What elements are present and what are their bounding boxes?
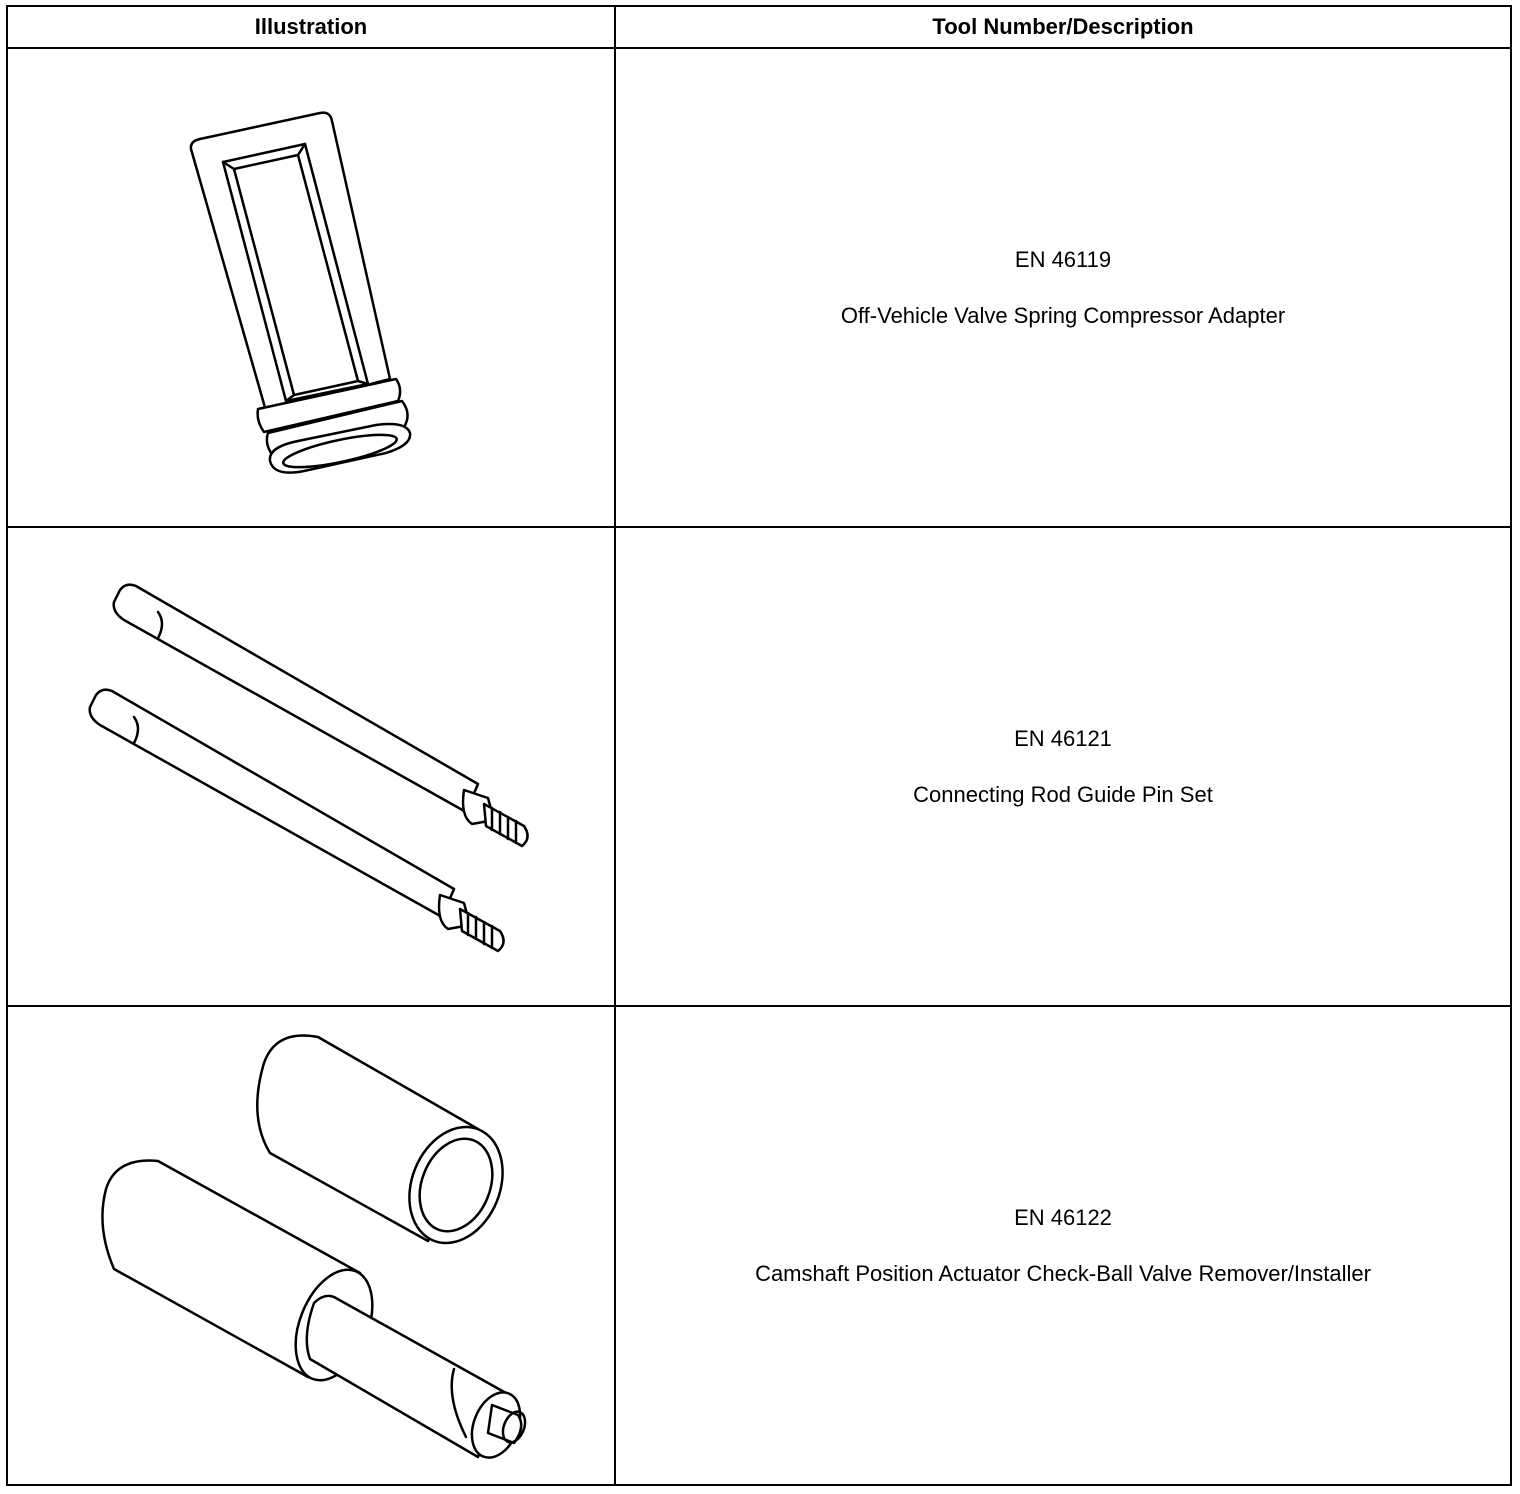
connecting-rod-guide-pin-set-illustration — [88, 583, 529, 953]
illustration-cell — [6, 1005, 616, 1486]
tool-description: Connecting Rod Guide Pin Set — [913, 781, 1213, 807]
tool-description-cell: EN 46121 Connecting Rod Guide Pin Set — [614, 526, 1512, 1007]
table-header-row: Illustration Tool Number/Description — [6, 5, 1512, 49]
tool-number: EN 46122 — [1014, 1204, 1112, 1230]
table-row: EN 46122 Camshaft Position Actuator Chec… — [6, 1005, 1512, 1486]
table-row: EN 46119 Off-Vehicle Valve Spring Compre… — [6, 47, 1512, 528]
valve-spring-compressor-adapter-illustration — [189, 111, 412, 474]
tool-description-cell: EN 46122 Camshaft Position Actuator Chec… — [614, 1005, 1512, 1486]
tool-number: EN 46119 — [1014, 246, 1112, 272]
table-row: EN 46121 Connecting Rod Guide Pin Set — [6, 526, 1512, 1007]
illustration-cell — [6, 526, 616, 1007]
check-ball-valve-remover-installer-illustration — [101, 1034, 527, 1459]
tool-description: Off-Vehicle Valve Spring Compressor Adap… — [840, 302, 1286, 328]
tool-number: EN 46121 — [1014, 725, 1112, 751]
header-illustration: Illustration — [6, 5, 616, 49]
illustration-cell — [6, 47, 616, 528]
header-tool-number-description: Tool Number/Description — [614, 5, 1512, 49]
tool-table: Illustration Tool Number/Description — [6, 5, 1512, 1486]
tool-description-cell: EN 46119 Off-Vehicle Valve Spring Compre… — [614, 47, 1512, 528]
tool-description: Camshaft Position Actuator Check-Ball Va… — [755, 1260, 1371, 1286]
